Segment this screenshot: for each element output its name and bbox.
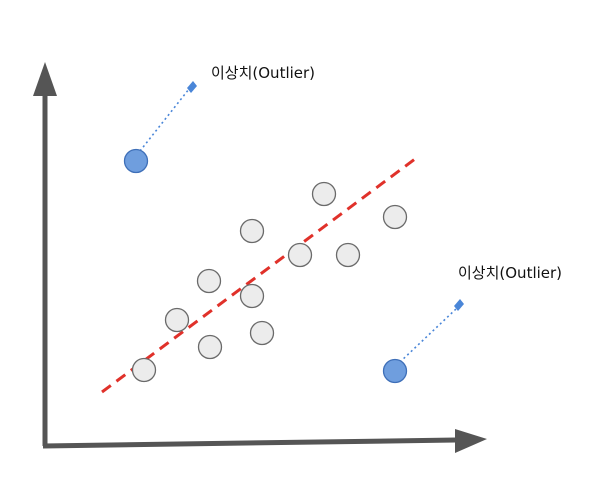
outlier-right-diamond-icon [454, 299, 464, 311]
outlier-right-callout-line [399, 308, 457, 363]
data-point [287, 242, 313, 268]
data-point [164, 307, 190, 333]
trend-line [101, 154, 420, 394]
outlier-top-group: 이상치(Outlier) [123, 64, 315, 174]
outlier-top-diamond-icon [187, 81, 197, 93]
data-point [196, 268, 222, 294]
outlier-label-top: 이상치(Outlier) [211, 64, 315, 82]
outlier-right-group: 이상치(Outlier) [382, 264, 562, 384]
data-point [249, 320, 275, 346]
data-point [239, 283, 265, 309]
data-point [131, 357, 157, 383]
axes [33, 62, 487, 453]
x-axis-arrow-head-icon [455, 429, 487, 453]
outlier-top-callout-line [139, 88, 190, 152]
data-point [239, 218, 265, 244]
data-point [335, 242, 361, 268]
data-point [311, 181, 337, 207]
outlier-point-right [382, 358, 408, 384]
data-points [131, 181, 408, 383]
x-axis-line [42, 437, 457, 449]
outlier-label-right: 이상치(Outlier) [458, 264, 562, 282]
data-point [197, 334, 223, 360]
data-point [382, 204, 408, 230]
outlier-point-top [123, 148, 149, 174]
y-axis-arrow-head-icon [33, 62, 57, 96]
